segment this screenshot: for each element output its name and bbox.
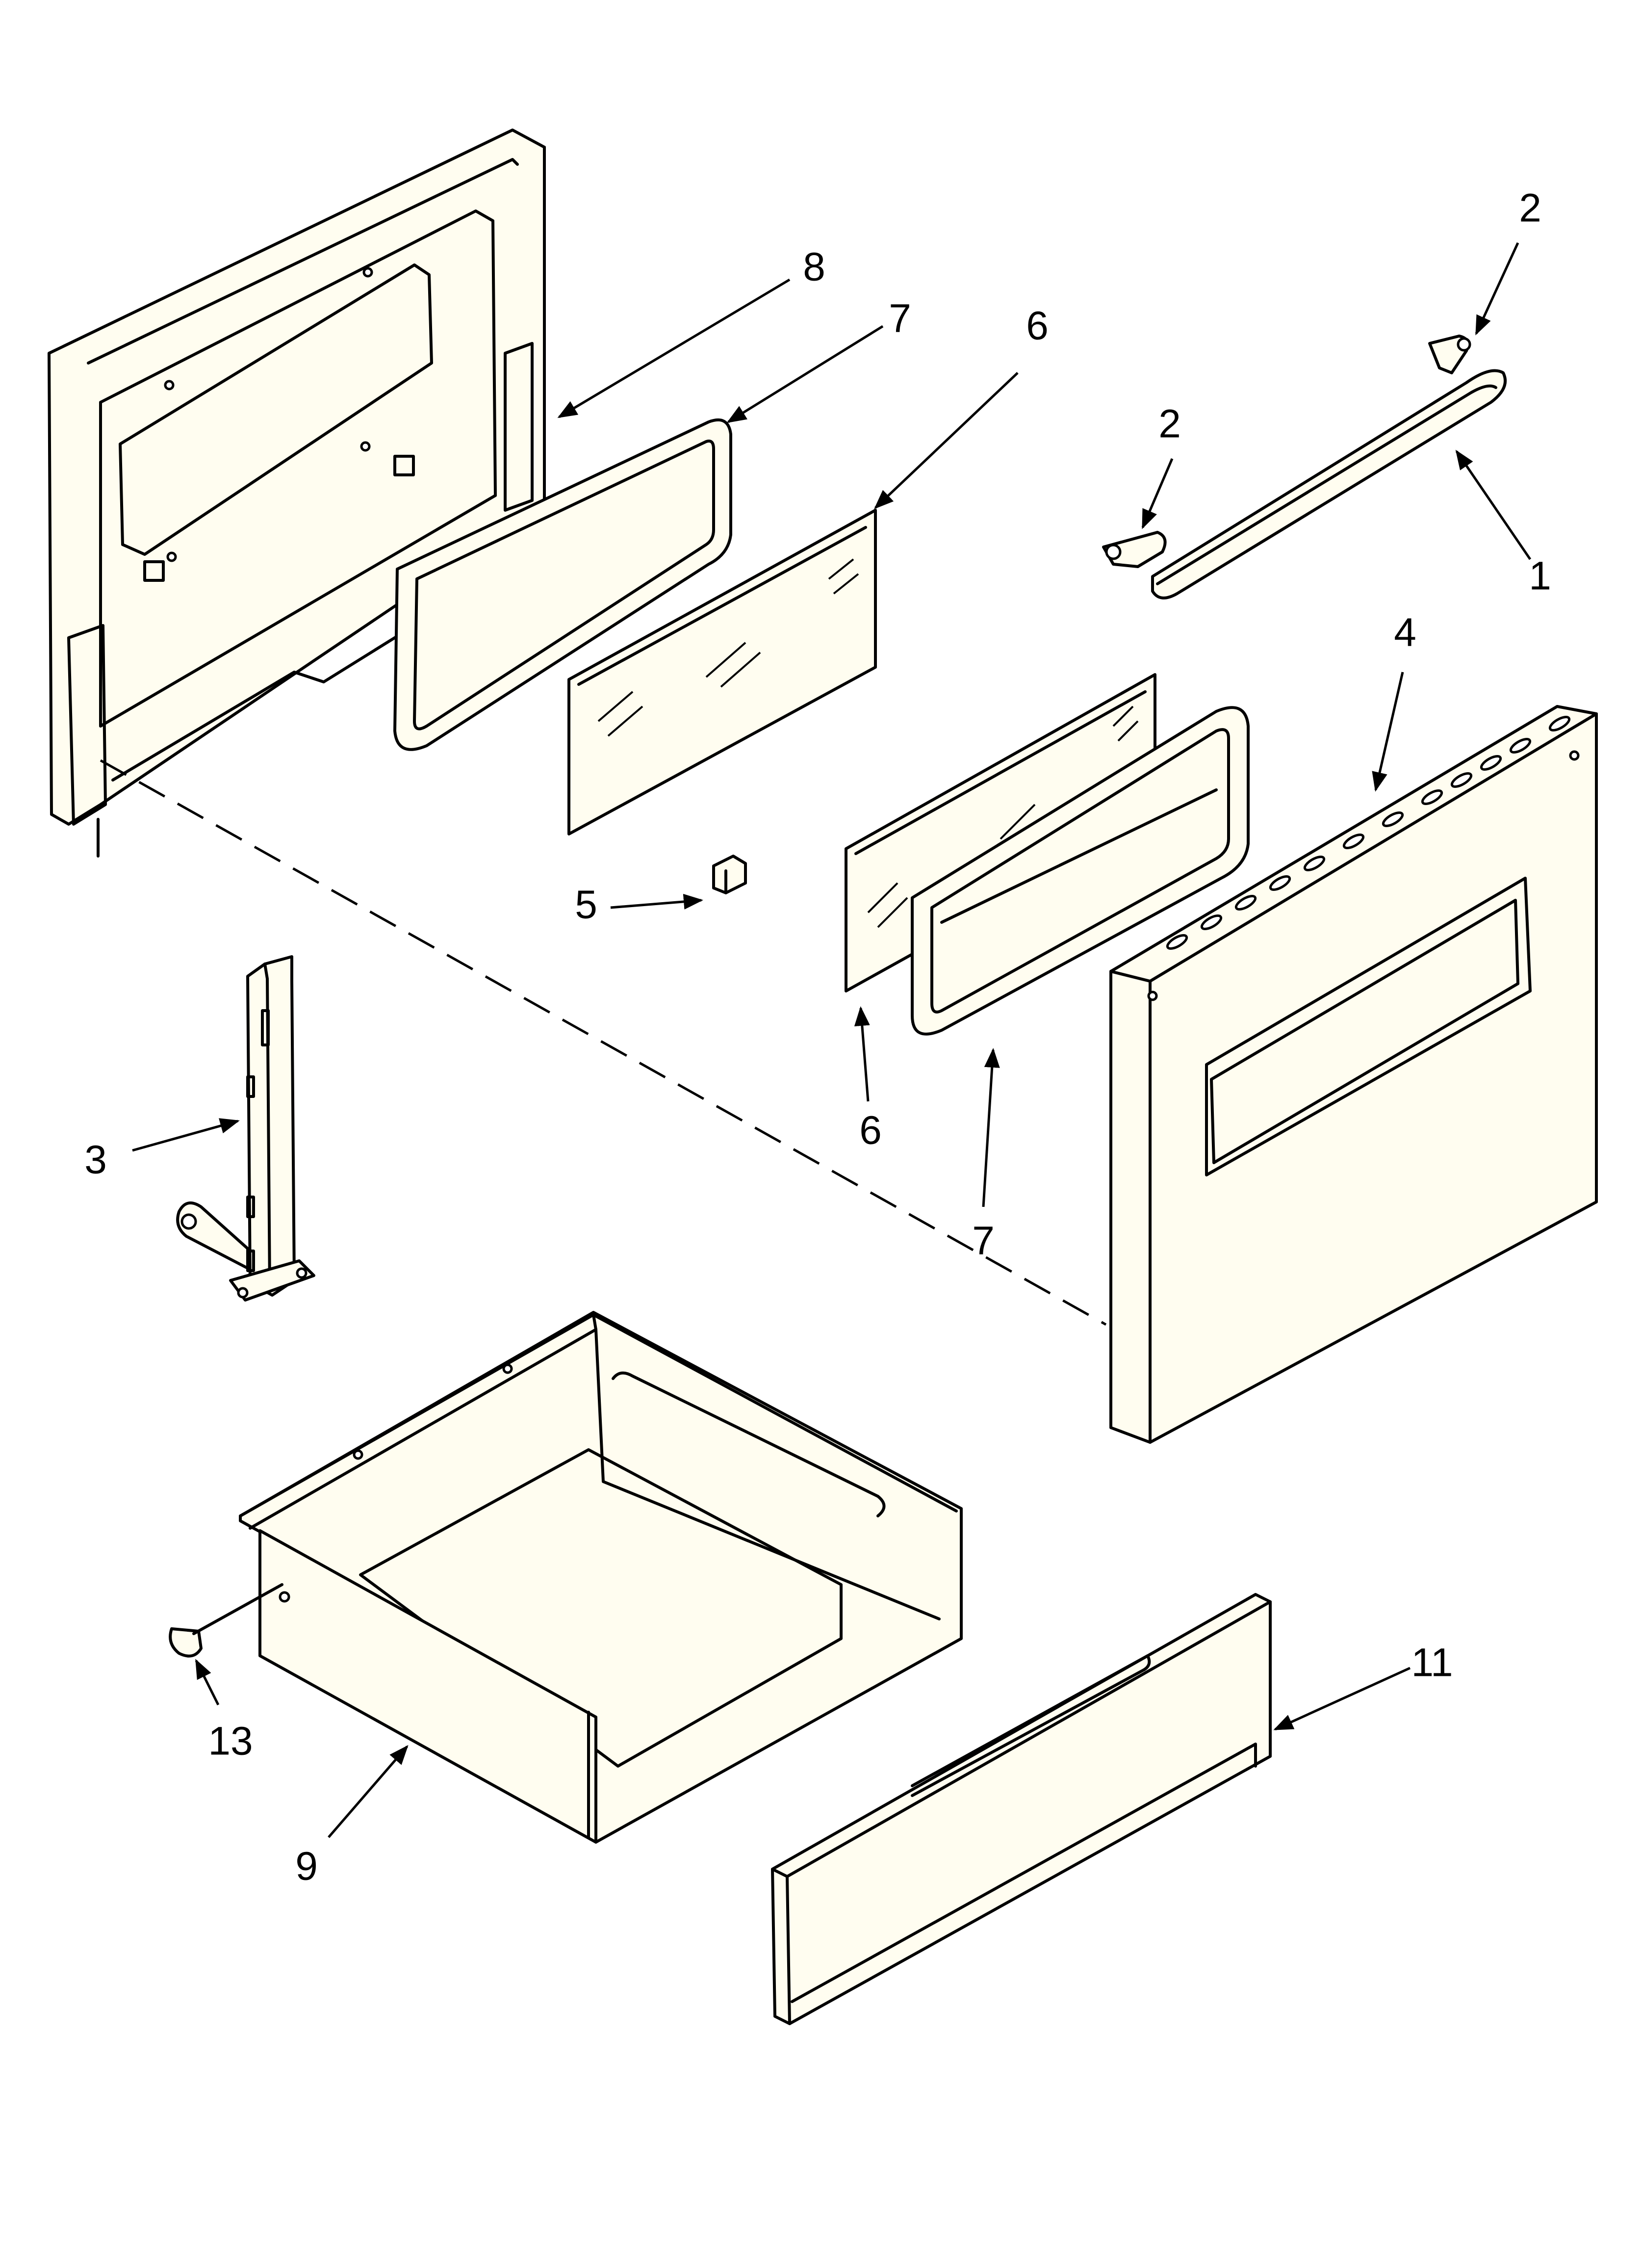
callout-labels: 8 7 6 2 2 1 4 5 6 7 3 11 13 9 (84, 186, 1551, 1889)
lower-door-gasket (911, 706, 1250, 1036)
handle-end-cap-left (1102, 531, 1167, 568)
drawer-screw (169, 1583, 283, 1658)
callout-1: 1 (1529, 554, 1551, 599)
callout-8: 8 (803, 245, 825, 289)
callout-11: 11 (1411, 1641, 1453, 1685)
outer-door-panel (1109, 705, 1598, 1444)
callout-6-upper: 6 (1026, 304, 1049, 348)
door-handle (1151, 369, 1507, 600)
callout-2-left: 2 (1158, 402, 1181, 446)
inner-door-panel (48, 129, 546, 858)
callout-4: 4 (1394, 610, 1416, 655)
door-vent-slots (1166, 716, 1571, 950)
handle-end-cap-right (1428, 335, 1471, 374)
drawer-front-panel (771, 1593, 1272, 2025)
door-clip (712, 855, 747, 894)
side-bracket (176, 955, 315, 1302)
storage-drawer (239, 1311, 963, 1844)
callout-13: 13 (208, 1719, 253, 1764)
callout-2-right: 2 (1519, 186, 1541, 231)
callout-7-upper: 7 (889, 296, 911, 341)
upper-door-gasket (393, 418, 732, 751)
callout-6-lower: 6 (859, 1108, 882, 1153)
assembly-guide-line (100, 759, 1107, 1326)
callout-5: 5 (575, 883, 597, 927)
callout-3: 3 (84, 1138, 107, 1182)
callout-7-lower: 7 (972, 1219, 995, 1263)
upper-door-glass (567, 509, 877, 835)
callout-9: 9 (295, 1844, 318, 1889)
callout-leaders (132, 242, 1532, 1838)
